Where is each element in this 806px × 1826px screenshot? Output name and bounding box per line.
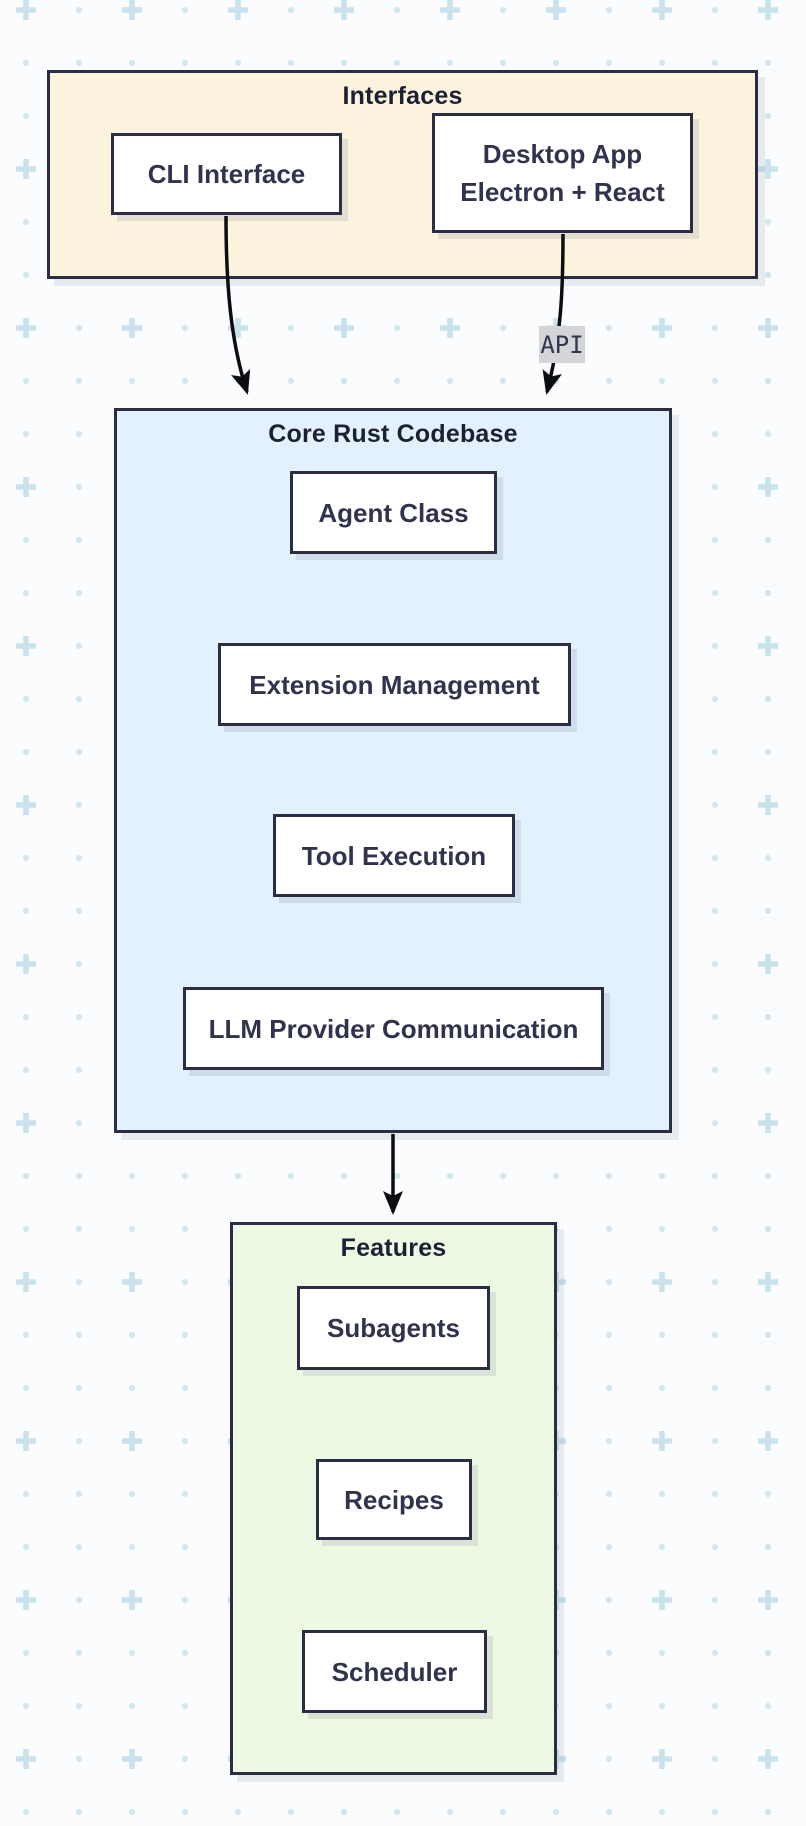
- node-scheduler: Scheduler: [302, 1630, 487, 1713]
- edge-label-api: API: [539, 326, 585, 363]
- container-interfaces: Interfaces CLI Interface Desktop App Ele…: [47, 70, 758, 279]
- node-subagents: Subagents: [297, 1286, 490, 1370]
- node-scheduler-label: Scheduler: [331, 1656, 458, 1687]
- container-features: Features Subagents Recipes Scheduler: [230, 1222, 557, 1775]
- node-tool-execution: Tool Execution: [273, 814, 515, 897]
- node-recipes: Recipes: [316, 1459, 472, 1540]
- node-desktop-app: Desktop App Electron + React: [432, 113, 693, 233]
- node-tool-execution-label: Tool Execution: [301, 840, 487, 871]
- container-core-rust-codebase-label: Core Rust Codebase: [268, 420, 518, 448]
- node-cli-interface-label: CLI Interface: [147, 159, 306, 189]
- container-interfaces-label: Interfaces: [342, 82, 463, 110]
- node-agent-class: Agent Class: [290, 471, 497, 554]
- node-desktop-app-line1: Desktop App: [482, 139, 643, 169]
- node-extension-management: Extension Management: [218, 643, 571, 726]
- node-extension-management-label: Extension Management: [249, 669, 540, 700]
- node-cli-interface: CLI Interface: [111, 133, 342, 215]
- node-llm-provider-communication: LLM Provider Communication: [183, 987, 604, 1070]
- node-desktop-app-line2: Electron + React: [460, 177, 665, 207]
- container-features-label: Features: [340, 1234, 447, 1262]
- node-recipes-label: Recipes: [344, 1484, 444, 1515]
- node-subagents-label: Subagents: [327, 1313, 460, 1343]
- node-agent-class-label: Agent Class: [318, 497, 469, 528]
- node-llm-provider-communication-label: LLM Provider Communication: [208, 1013, 579, 1044]
- container-core-rust-codebase: Core Rust Codebase Agent Class Extension…: [114, 408, 672, 1133]
